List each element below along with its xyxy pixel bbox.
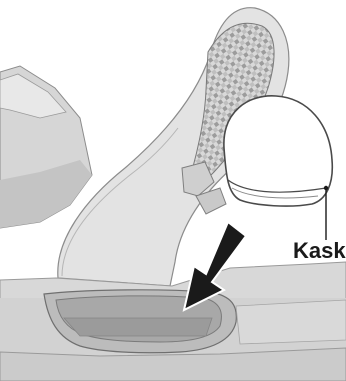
- floor-panel-right: [236, 300, 346, 344]
- callout-dot: [324, 186, 328, 190]
- callout-label-helmet: Kask: [293, 240, 346, 262]
- compartment-floor: [64, 318, 212, 336]
